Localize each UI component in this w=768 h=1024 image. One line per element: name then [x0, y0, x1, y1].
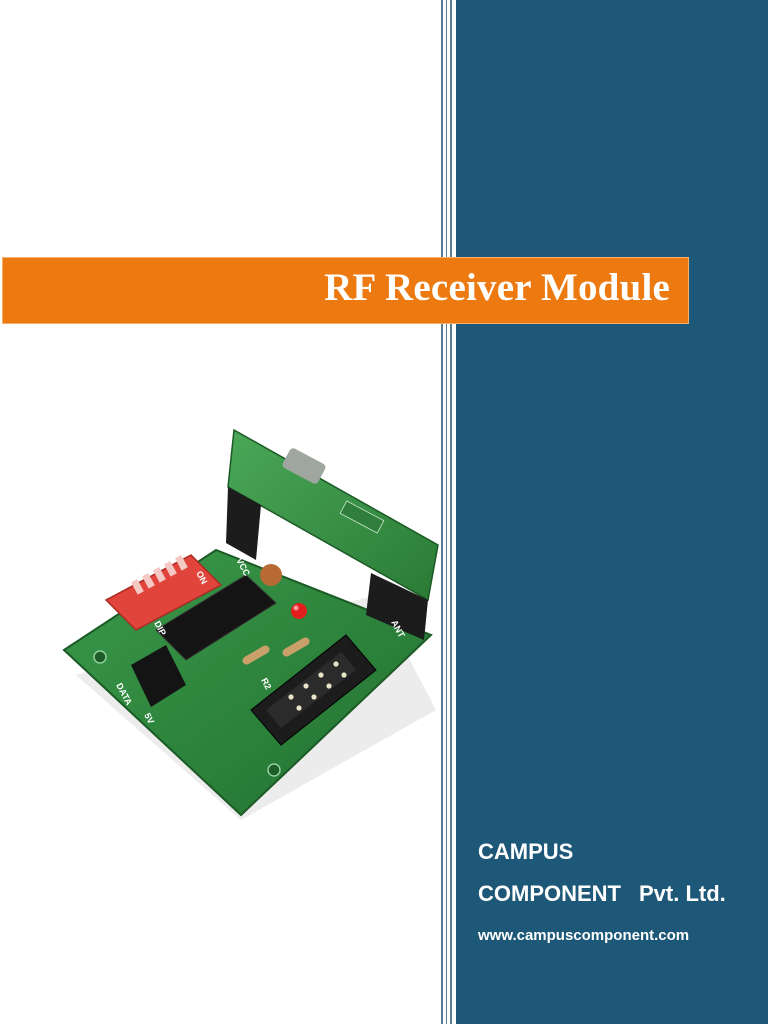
- capacitor: [260, 564, 282, 586]
- board-label: 5V: [142, 711, 156, 725]
- rf-receiver-board-photo: VCC GND ANT DATA 5V R2 DIP ON: [62, 428, 439, 820]
- resistor: [242, 645, 270, 665]
- title-band: RF Receiver Module: [2, 257, 689, 324]
- vertical-rule: [446, 0, 447, 1024]
- side-panel: [456, 0, 768, 1024]
- company-name: COMPONENT: [478, 881, 621, 906]
- mount-hole: [93, 650, 107, 664]
- board-label: R2: [259, 676, 273, 691]
- led: [291, 603, 307, 619]
- company-website: www.campuscomponent.com: [478, 927, 690, 944]
- company-name-line2: COMPONENT Pvt. Ltd.: [478, 881, 726, 907]
- company-name-line1: CAMPUS: [478, 839, 574, 864]
- ic-chip: [155, 574, 277, 661]
- header-small: [131, 645, 186, 707]
- header-right: [366, 573, 428, 640]
- vertical-rule: [450, 0, 452, 1024]
- document-title: RF Receiver Module: [324, 266, 670, 309]
- board-label: GND: [347, 574, 365, 597]
- company-suffix: Pvt. Ltd.: [639, 881, 726, 906]
- resistor: [282, 637, 310, 657]
- vertical-rule: [441, 0, 443, 1024]
- mount-hole: [267, 763, 281, 777]
- header-left: [226, 487, 261, 560]
- dip-switch: [104, 554, 223, 631]
